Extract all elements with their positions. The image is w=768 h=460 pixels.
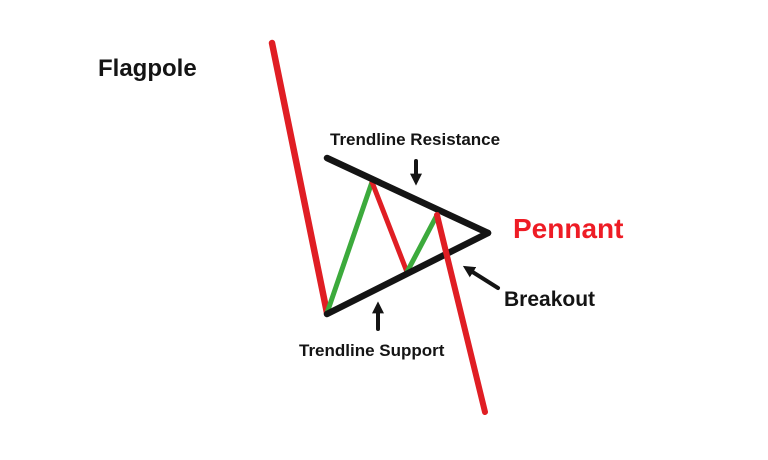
swing-up-line-2 (404, 212, 440, 275)
flagpole-line (268, 39, 331, 317)
trendline-support-label: Trendline Support (299, 341, 445, 360)
flagpole-label: Flagpole (98, 55, 197, 82)
pennant-label: Pennant (513, 213, 624, 244)
breakout-arrow (462, 265, 500, 290)
swing-down-line-1 (369, 179, 410, 275)
trendline-resistance-label: Trendline Resistance (330, 130, 501, 149)
trendline-resistance-line (323, 154, 492, 237)
breakout-line (434, 212, 488, 415)
swing-up-line-1 (324, 179, 375, 316)
breakout-label: Breakout (504, 288, 596, 311)
trendline-support-line (323, 229, 492, 318)
